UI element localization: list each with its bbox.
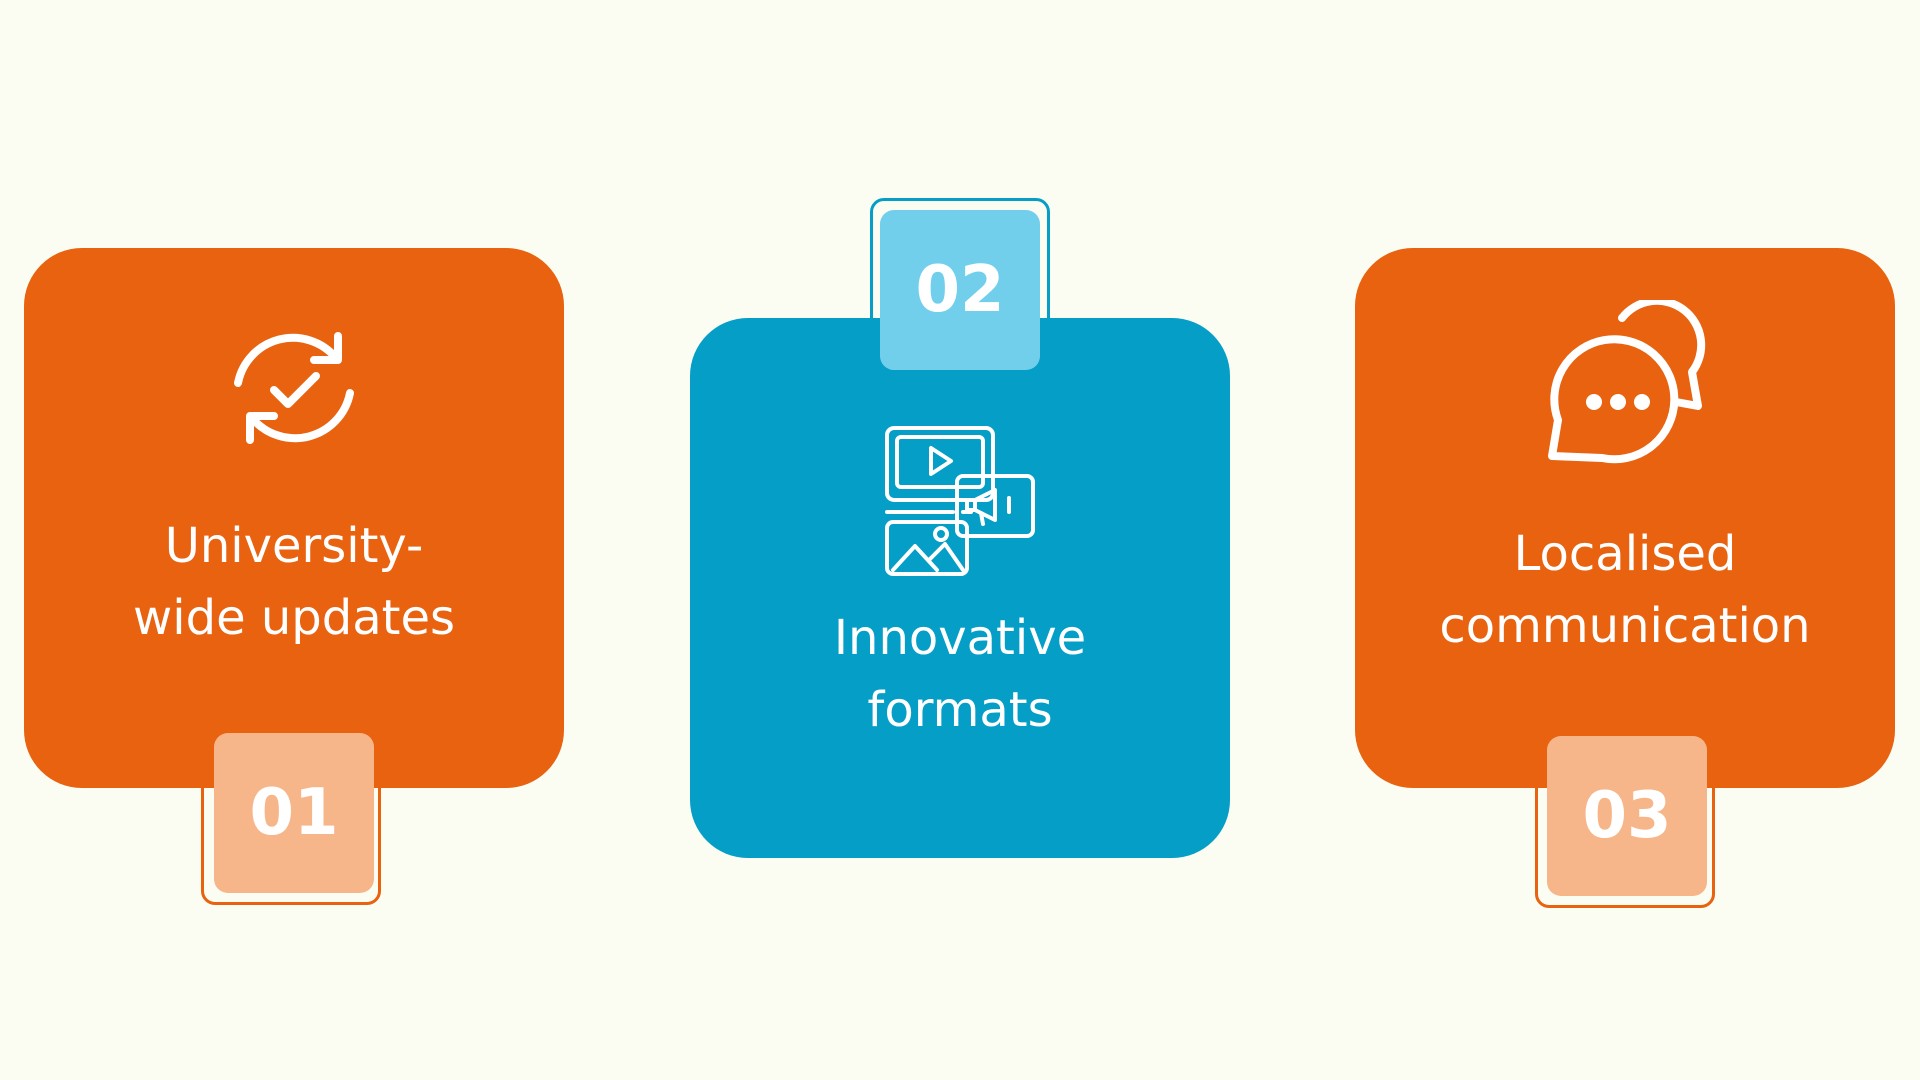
card-localised-communication: Localised communication [1355, 248, 1895, 788]
sync-check-icon [234, 332, 354, 444]
card-1-label: University- wide updates [44, 510, 544, 654]
card-3-label-line-1: Localised [1513, 526, 1737, 582]
media-formats-icon [885, 426, 1035, 576]
card-innovative-formats: Innovative formats [690, 318, 1230, 858]
card-university-wide-updates: University- wide updates [24, 248, 564, 788]
card-3-label-line-2: communication [1439, 598, 1811, 654]
card-2-label-line-1: Innovative [833, 610, 1087, 666]
card-1-label-line-1: University- [164, 518, 424, 574]
card-2-label: Innovative formats [710, 602, 1210, 746]
chat-bubbles-icon [1548, 300, 1706, 464]
card-2-number-badge: 02 [880, 210, 1040, 370]
card-3-number-badge: 03 [1547, 736, 1707, 896]
card-3-label: Localised communication [1375, 518, 1875, 662]
card-1-label-line-2: wide updates [133, 590, 455, 646]
card-2-label-line-2: formats [867, 682, 1053, 738]
card-1-number-badge: 01 [214, 733, 374, 893]
